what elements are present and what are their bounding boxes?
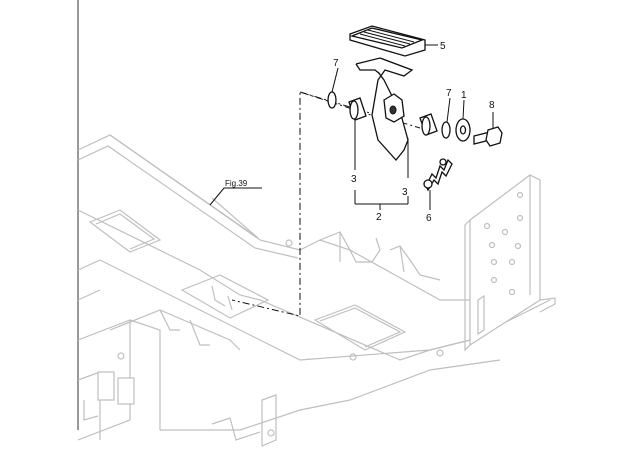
figure-reference: Fig.39 <box>209 179 262 206</box>
part-1-washer <box>455 118 471 142</box>
callout-8: 8 <box>489 100 495 129</box>
svg-text:5: 5 <box>440 41 446 52</box>
svg-text:8: 8 <box>489 100 495 111</box>
part-7-o-ring-right <box>441 121 451 139</box>
part-2-pedal-arm <box>355 57 414 162</box>
callout-3-left: 3 <box>351 120 357 204</box>
chassis-frame <box>77 134 556 447</box>
svg-text:6: 6 <box>426 213 432 224</box>
callout-1: 1 <box>461 90 467 120</box>
part-3-bushing-left <box>348 97 367 121</box>
callout-7-right: 7 <box>446 88 452 123</box>
svg-text:7: 7 <box>333 58 339 69</box>
callout-3-right: 3 <box>402 138 409 204</box>
part-6-spring <box>423 158 453 192</box>
callout-7-left: 7 <box>331 58 339 93</box>
part-7-o-ring-left <box>327 91 337 109</box>
figure-reference-label: Fig.39 <box>225 179 248 188</box>
assembly-guide-line <box>231 91 381 317</box>
callout-2: 2 <box>355 203 408 223</box>
svg-text:7: 7 <box>446 88 452 99</box>
part-8-bolt <box>473 126 503 147</box>
svg-text:1: 1 <box>461 90 467 101</box>
svg-text:3: 3 <box>351 174 357 185</box>
part-3-bushing-right <box>419 113 438 136</box>
part-5-pedal-pad <box>349 25 438 57</box>
callout-6: 6 <box>426 190 432 224</box>
svg-text:3: 3 <box>402 187 408 198</box>
callout-5: 5 <box>440 41 446 52</box>
svg-text:2: 2 <box>376 212 382 223</box>
